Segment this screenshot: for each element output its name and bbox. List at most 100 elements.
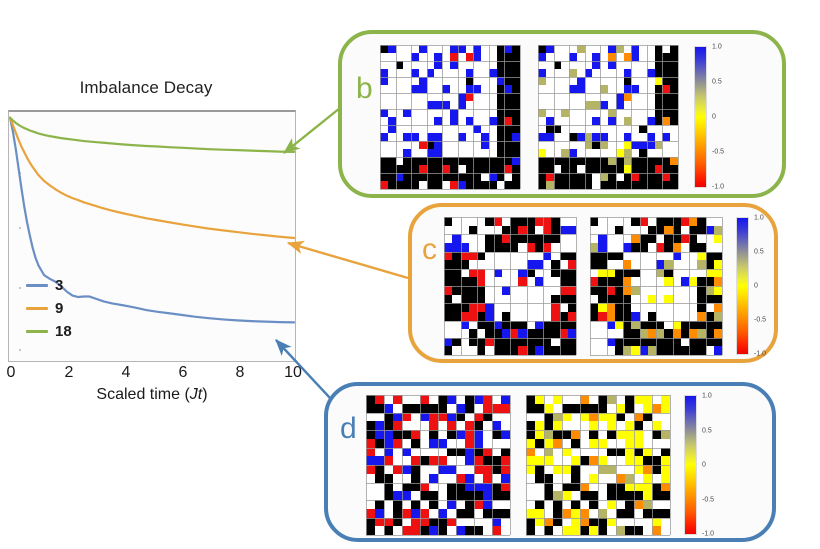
matrix-cell — [590, 337, 599, 347]
matrix-cell — [444, 217, 453, 226]
matrix-cell — [434, 101, 443, 109]
matrix-cell — [501, 517, 510, 527]
matrix-cell — [672, 225, 681, 235]
matrix-cell — [387, 141, 396, 149]
matrix-cell — [474, 430, 483, 439]
matrix-cell — [403, 125, 412, 133]
matrix-cell — [444, 346, 453, 355]
matrix-cell — [420, 508, 429, 518]
matrix-cell — [452, 346, 461, 355]
matrix-cell — [600, 61, 608, 69]
matrix-cell — [607, 61, 616, 69]
matrix-cell — [616, 395, 625, 404]
matrix-cell — [402, 491, 411, 500]
matrix-cell — [631, 320, 640, 330]
matrix-cell — [697, 260, 706, 269]
matrix-cell — [534, 337, 543, 347]
matrix-cell — [615, 165, 624, 173]
matrix-cell — [481, 125, 489, 133]
matrix-cell — [654, 117, 663, 125]
matrix-cell — [580, 491, 589, 500]
matrix-cell — [713, 320, 722, 330]
matrix-cell — [567, 329, 576, 338]
matrix-cell — [569, 141, 577, 149]
matrix-cell — [646, 53, 655, 61]
matrix-cell — [647, 294, 656, 304]
matrix-cell — [567, 303, 576, 312]
matrix-cell — [553, 465, 562, 474]
matrix-cell — [584, 109, 593, 117]
matrix-cell — [705, 320, 714, 330]
matrix-cell — [606, 225, 615, 235]
matrix-cell — [434, 53, 443, 61]
matrix-cell — [452, 303, 461, 312]
matrix-cell — [545, 181, 554, 189]
matrix-cell — [510, 242, 519, 252]
matrix-cell — [526, 482, 535, 492]
matrix-cell — [504, 133, 513, 141]
matrix-cell — [449, 117, 458, 125]
matrix-cell — [456, 403, 465, 413]
matrix-cell — [680, 286, 689, 295]
x-tick-label: 6 — [178, 364, 188, 381]
matrix-cell — [429, 526, 438, 535]
matrix-cell — [553, 500, 562, 509]
matrix-cell — [366, 412, 375, 422]
matrix-cell — [544, 395, 553, 404]
matrix-cell — [689, 346, 698, 355]
matrix-cell — [366, 482, 375, 492]
matrix-cell — [662, 93, 671, 101]
matrix-cell — [639, 181, 647, 189]
matrix-cell — [485, 251, 494, 261]
matrix-cell — [429, 465, 438, 474]
matrix-cell — [460, 346, 469, 355]
matrix-cell — [580, 456, 589, 465]
matrix-cell — [387, 109, 396, 117]
matrix-cell — [387, 85, 396, 93]
matrix-cell — [553, 181, 562, 189]
matrix-cell — [607, 125, 616, 133]
matrix-cell — [473, 101, 482, 109]
matrix-cell — [543, 217, 552, 226]
matrix-cell — [614, 268, 623, 278]
matrix-cell — [616, 421, 625, 430]
matrix-cell — [411, 181, 419, 189]
matrix-cell — [571, 412, 580, 422]
matrix-cell — [483, 491, 492, 500]
matrix-cell — [477, 217, 486, 226]
matrix-cell — [623, 141, 632, 149]
matrix-cell — [429, 403, 438, 413]
matrix-cell — [380, 133, 388, 141]
matrix-cell — [518, 311, 527, 321]
matrix-cell — [402, 395, 411, 404]
matrix-cell — [590, 320, 599, 330]
matrix-cell — [501, 456, 510, 465]
matrix-cell — [481, 101, 489, 109]
matrix-cell — [639, 242, 648, 252]
matrix-cell — [643, 395, 652, 404]
matrix-cell — [713, 277, 722, 286]
matrix-cell — [481, 61, 489, 69]
matrix-cell — [526, 491, 535, 500]
matrix-cell — [518, 260, 527, 269]
matrix-cell — [501, 395, 510, 404]
matrix-cell — [634, 526, 643, 535]
matrix-cell — [504, 125, 513, 133]
matrix-cell — [387, 157, 396, 165]
matrix-cell — [562, 421, 571, 430]
matrix-cell — [460, 303, 469, 312]
matrix-cell — [526, 403, 535, 413]
matrix-cell — [395, 181, 404, 189]
matrix-cell — [589, 403, 598, 413]
matrix-cell — [473, 157, 482, 165]
matrix-cell — [623, 173, 632, 181]
matrix-cell — [434, 61, 443, 69]
matrix-cell — [580, 473, 589, 483]
matrix-cell — [543, 294, 552, 304]
matrix-cell — [584, 165, 593, 173]
matrix-cell — [670, 165, 678, 173]
matrix-cell — [576, 93, 585, 101]
matrix-cell — [429, 430, 438, 439]
matrix-cell — [366, 517, 375, 527]
